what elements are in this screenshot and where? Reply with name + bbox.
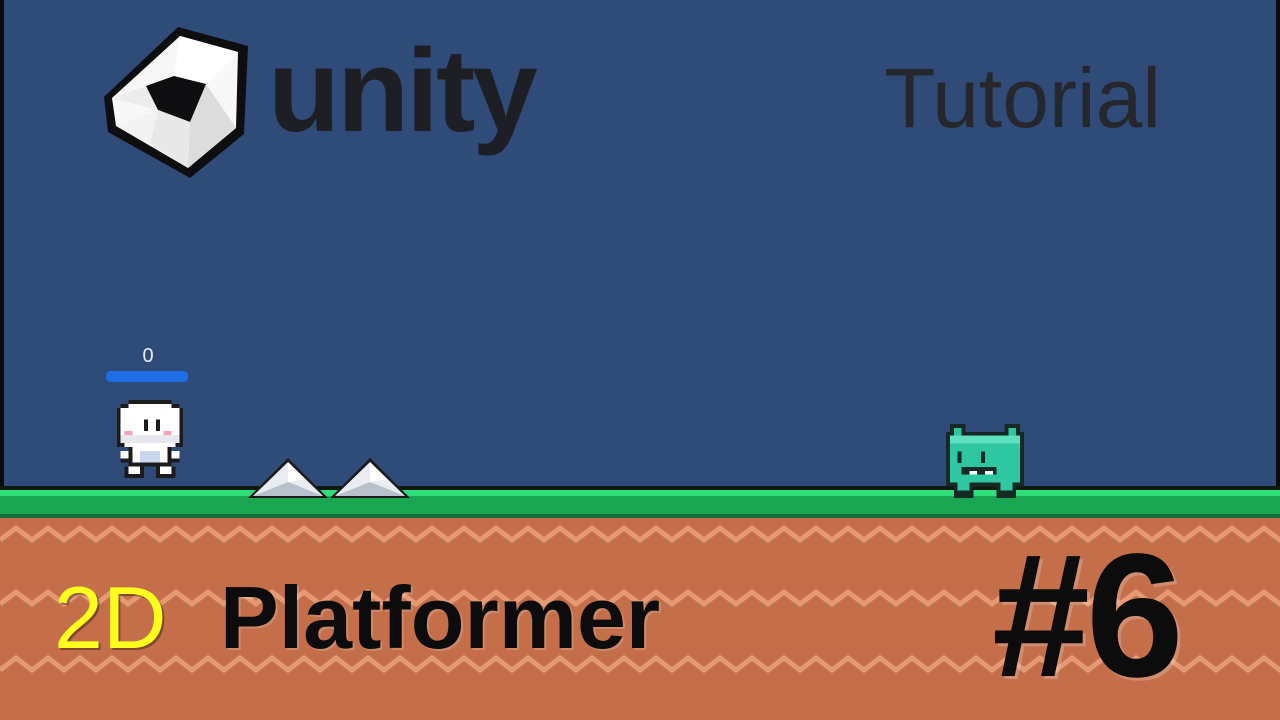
score-counter: 0 — [142, 345, 154, 367]
dirt-zigzag-pattern — [0, 524, 1280, 674]
right-frame-edge — [1276, 0, 1280, 720]
title-prefix: 2D — [54, 568, 167, 667]
health-bar — [106, 371, 188, 382]
title-main: Platformer — [220, 568, 661, 667]
health-bar-fill — [106, 371, 188, 382]
player-character-icon — [116, 400, 184, 479]
episode-number: #6 — [992, 518, 1184, 714]
slime-enemy-icon — [946, 424, 1024, 499]
ground-tiles — [0, 486, 1280, 720]
spike-icon — [330, 458, 410, 498]
unity-cube-icon — [104, 27, 248, 178]
spike-icon — [248, 458, 328, 498]
left-frame-edge — [0, 0, 4, 720]
tutorial-label: Tutorial — [884, 51, 1161, 145]
unity-wordmark: unity — [268, 25, 538, 157]
